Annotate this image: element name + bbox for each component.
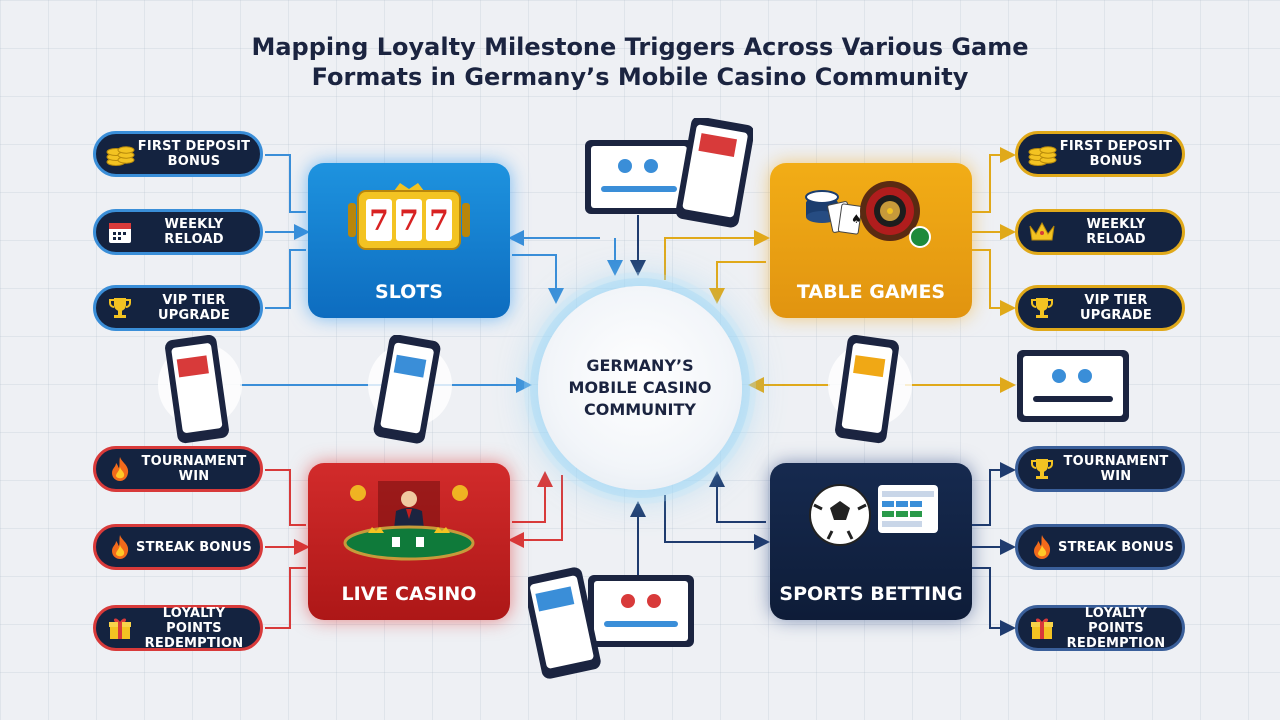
right-trigger-vip-tier[interactable]: VIP TIER UPGRADE xyxy=(1015,285,1185,331)
trigger-label: LOYALTY POINTS REDEMPTION xyxy=(144,605,244,651)
crown-icon xyxy=(1026,216,1058,248)
phone-and-tablet-icon xyxy=(528,567,694,679)
right-trigger-first-deposit[interactable]: FIRST DEPOSIT BONUS xyxy=(1015,131,1185,177)
gift-icon xyxy=(1026,612,1058,644)
trophy-icon xyxy=(1026,292,1058,324)
right-trigger-streak-bonus[interactable]: STREAK BONUS xyxy=(1015,524,1185,570)
gift-icon xyxy=(104,612,136,644)
coins-icon xyxy=(1026,138,1058,170)
table-games-card[interactable]: ♠ TABLE GAMES xyxy=(770,163,972,318)
slot-machine-icon: 7 7 7 xyxy=(348,183,470,250)
tablet-and-phone-icon xyxy=(585,118,753,228)
left-trigger-loyalty-points[interactable]: LOYALTY POINTS REDEMPTION xyxy=(93,605,263,651)
roulette-icon: ♠ xyxy=(805,181,931,248)
phone-icon xyxy=(368,335,452,444)
trigger-label: WEEKLY RELOAD xyxy=(1086,217,1146,247)
left-trigger-tournament-win[interactable]: TOURNAMENT WIN xyxy=(93,446,263,492)
community-hub[interactable]: GERMANY’S MOBILE CASINO COMMUNITY xyxy=(538,286,742,490)
flame-icon xyxy=(104,531,136,563)
trigger-label: WEEKLY RELOAD xyxy=(164,217,224,247)
dealer-table-icon xyxy=(343,481,475,561)
trigger-label: VIP TIER UPGRADE xyxy=(1080,293,1152,323)
table-games-label: TABLE GAMES xyxy=(796,281,946,303)
slots-card[interactable]: 7 7 7 SLOTS xyxy=(308,163,510,318)
trigger-label: LOYALTY POINTS REDEMPTION xyxy=(1066,605,1166,651)
sports-betting-card[interactable]: SPORTS BETTING xyxy=(770,463,972,620)
page-title: Mapping Loyalty Milestone Triggers Acros… xyxy=(0,32,1280,92)
live-casino-label: LIVE CASINO xyxy=(341,583,477,605)
reel-1: 7 xyxy=(369,204,388,237)
phone-icon xyxy=(828,335,912,444)
phone-icon xyxy=(158,335,242,444)
left-trigger-streak-bonus[interactable]: STREAK BONUS xyxy=(93,524,263,570)
flame-icon xyxy=(1026,531,1058,563)
trigger-label: TOURNAMENT WIN xyxy=(1063,454,1169,484)
slots-label: SLOTS xyxy=(375,281,443,303)
sports-betting-label: SPORTS BETTING xyxy=(779,583,963,605)
trigger-label: FIRST DEPOSIT BONUS xyxy=(1059,139,1173,169)
right-trigger-loyalty-points[interactable]: LOYALTY POINTS REDEMPTION xyxy=(1015,605,1185,651)
trophy-icon xyxy=(1026,453,1058,485)
right-trigger-tournament-win[interactable]: TOURNAMENT WIN xyxy=(1015,446,1185,492)
soccer-ball-icon xyxy=(809,484,938,546)
left-trigger-weekly-reload[interactable]: WEEKLY RELOAD xyxy=(93,209,263,255)
trigger-label: STREAK BONUS xyxy=(136,539,252,555)
reel-3: 7 xyxy=(429,204,448,237)
flame-icon xyxy=(104,453,136,485)
trigger-label: FIRST DEPOSIT BONUS xyxy=(137,139,251,169)
left-trigger-vip-tier[interactable]: VIP TIER UPGRADE xyxy=(93,285,263,331)
title-line-2: Formats in Germany’s Mobile Casino Commu… xyxy=(311,63,969,91)
calendar-icon xyxy=(104,216,136,248)
title-line-1: Mapping Loyalty Milestone Triggers Acros… xyxy=(251,33,1029,61)
coins-icon xyxy=(104,138,136,170)
left-trigger-first-deposit[interactable]: FIRST DEPOSIT BONUS xyxy=(93,131,263,177)
trigger-label: VIP TIER UPGRADE xyxy=(158,293,230,323)
live-casino-card[interactable]: LIVE CASINO xyxy=(308,463,510,620)
trophy-icon xyxy=(104,292,136,324)
right-trigger-weekly-reload[interactable]: WEEKLY RELOAD xyxy=(1015,209,1185,255)
reel-2: 7 xyxy=(399,204,418,237)
trigger-label: TOURNAMENT WIN xyxy=(141,454,247,484)
trigger-label: STREAK BONUS xyxy=(1058,539,1174,555)
hub-label: GERMANY’S MOBILE CASINO COMMUNITY xyxy=(568,356,712,419)
tablet-icon xyxy=(1017,350,1129,422)
svg-text:♠: ♠ xyxy=(851,212,862,226)
